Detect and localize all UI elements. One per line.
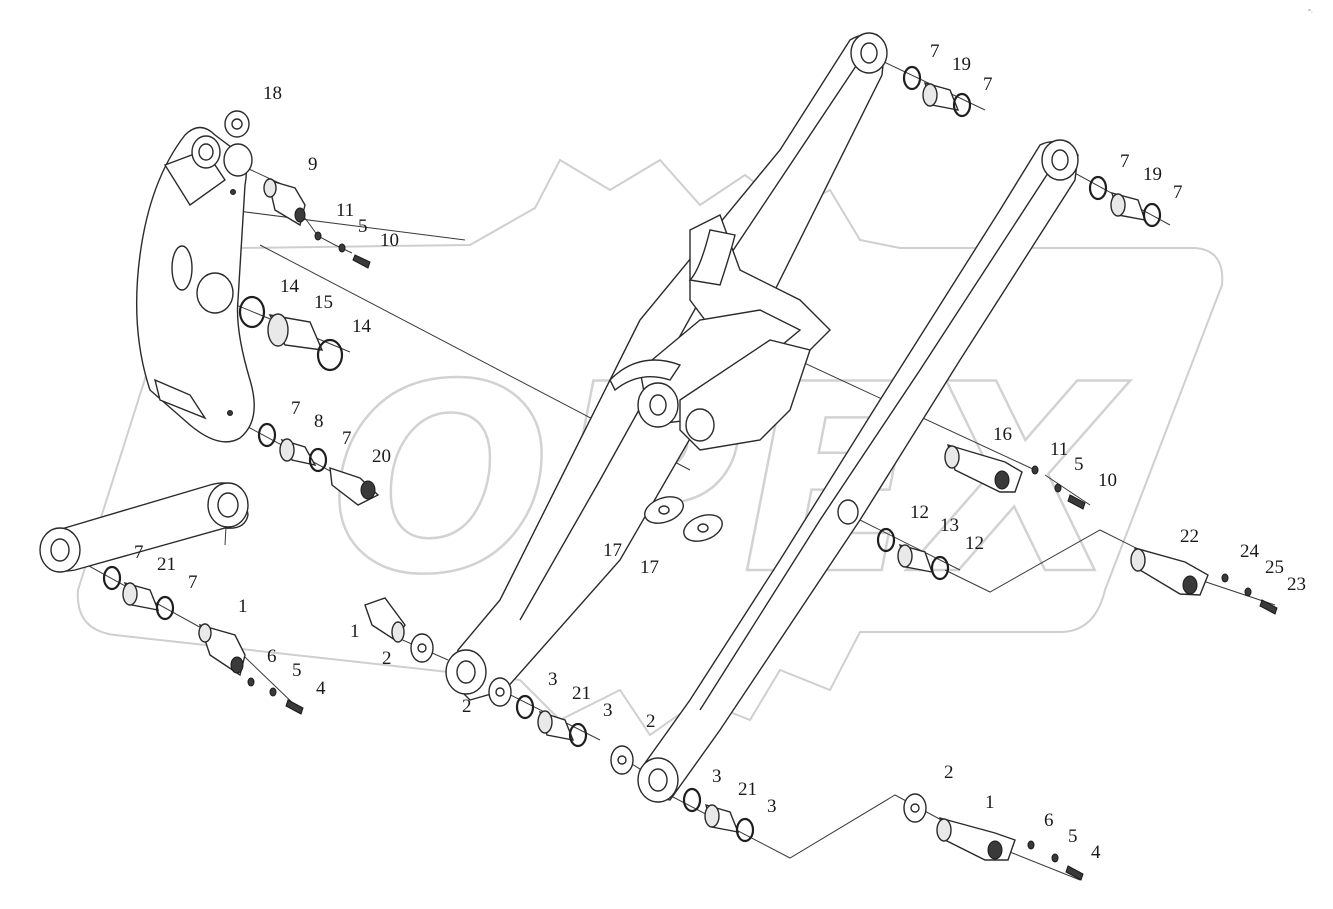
callout-5: 5 — [358, 216, 368, 237]
callout-19: 19 — [952, 54, 971, 75]
callout-12: 12 — [910, 502, 929, 523]
callout-5: 5 — [1074, 454, 1084, 475]
callout-11: 11 — [336, 200, 354, 221]
callout-1: 1 — [985, 792, 995, 813]
callout-14: 14 — [280, 276, 300, 297]
callout-1: 1 — [350, 621, 360, 642]
callout-7: 7 — [291, 398, 301, 419]
callout-24: 24 — [1240, 541, 1260, 562]
callout-10: 10 — [380, 230, 399, 251]
callout-6: 6 — [267, 646, 277, 667]
callout-7: 7 — [188, 572, 198, 593]
callout-16: 16 — [993, 424, 1012, 445]
callout-labels: 18 9 11 5 10 14 15 14 7 8 7 20 7 21 7 1 … — [134, 41, 1306, 863]
callout-5: 5 — [292, 660, 302, 681]
callout-3: 3 — [548, 669, 558, 690]
callout-9: 9 — [308, 154, 318, 175]
callout-14: 14 — [352, 316, 372, 337]
callout-8: 8 — [314, 411, 324, 432]
callout-7: 7 — [1120, 151, 1130, 172]
callout-13: 13 — [940, 515, 959, 536]
callout-7: 7 — [1173, 182, 1183, 203]
callout-22: 22 — [1180, 526, 1199, 547]
callout-1: 1 — [238, 596, 248, 617]
callout-5: 5 — [1068, 826, 1078, 847]
callout-6: 6 — [1044, 810, 1054, 831]
callout-7: 7 — [983, 74, 993, 95]
callout-17: 17 — [603, 540, 622, 561]
callout-7: 7 — [134, 542, 144, 563]
callout-2: 2 — [646, 711, 656, 732]
cross-beam-bracket — [609, 214, 831, 451]
callout-2: 2 — [944, 762, 954, 783]
callout-20: 20 — [372, 446, 391, 467]
callout-15: 15 — [314, 292, 333, 313]
callout-25: 25 — [1265, 557, 1284, 578]
callout-21: 21 — [572, 683, 591, 704]
callout-21: 21 — [738, 779, 757, 800]
corner-mark: °· — [1308, 8, 1313, 16]
callout-21: 21 — [157, 554, 176, 575]
bell-crank-assembly — [135, 126, 255, 443]
callout-4: 4 — [1091, 842, 1101, 863]
callout-23: 23 — [1287, 574, 1306, 595]
connecting-link — [39, 482, 249, 573]
boom-arm-right — [637, 139, 1079, 803]
callout-10: 10 — [1098, 470, 1117, 491]
callout-7: 7 — [930, 41, 940, 62]
callout-2: 2 — [382, 648, 392, 669]
callout-3: 3 — [712, 766, 722, 787]
callout-17: 17 — [640, 557, 659, 578]
callout-11: 11 — [1050, 439, 1068, 460]
callout-4: 4 — [316, 678, 326, 699]
hardware — [102, 65, 1278, 881]
callout-3: 3 — [603, 700, 613, 721]
callout-18: 18 — [263, 83, 282, 104]
callout-3: 3 — [767, 796, 777, 817]
callout-12: 12 — [965, 533, 984, 554]
callout-2: 2 — [462, 696, 472, 717]
callout-19: 19 — [1143, 164, 1162, 185]
callout-7: 7 — [342, 428, 352, 449]
